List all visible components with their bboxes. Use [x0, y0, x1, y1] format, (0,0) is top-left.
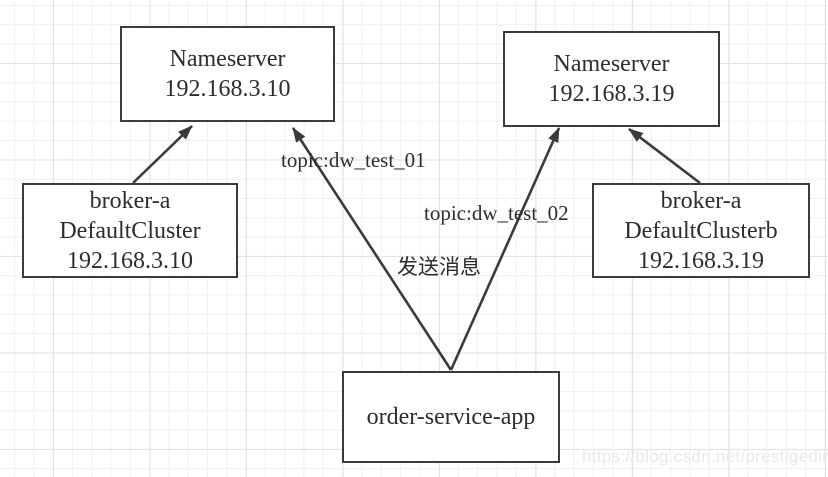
node-ip: 192.168.3.10 [67, 247, 193, 274]
node-label: broker-a [660, 187, 742, 214]
edge-broker2-to-nameserver2 [628, 127, 701, 185]
node-ip: 192.168.3.10 [164, 76, 291, 102]
node-ip: 192.168.3.19 [548, 81, 675, 107]
node-label: broker-a [89, 187, 171, 214]
node-cluster: DefaultCluster [59, 217, 201, 244]
edge-app-to-nameserver2 [449, 127, 561, 371]
node-broker-2: broker-a DefaultClusterb 192.168.3.19 [592, 183, 810, 278]
node-ip: 192.168.3.19 [638, 247, 764, 274]
node-cluster: DefaultClusterb [624, 217, 778, 244]
edge-label-topic-dw-test-01: topic:dw_test_01 [281, 148, 426, 172]
watermark-url: https://blog.csdn.net/prestigeding [582, 447, 828, 466]
annotation-send-message: 发送消息 [397, 256, 481, 279]
edge-label-topic-dw-test-02: topic:dw_test_02 [424, 201, 569, 225]
node-broker-1: broker-a DefaultCluster 192.168.3.10 [22, 183, 238, 278]
node-nameserver-1: Nameserver 192.168.3.10 [120, 26, 335, 122]
node-label: Nameserver [169, 46, 286, 72]
edge-broker1-to-nameserver1 [132, 125, 193, 184]
edge-app-to-nameserver1 [291, 127, 453, 371]
node-order-service-app: order-service-app [342, 371, 560, 463]
node-label: Nameserver [553, 51, 670, 77]
node-label: order-service-app [366, 404, 536, 430]
node-nameserver-2: Nameserver 192.168.3.19 [503, 31, 720, 127]
